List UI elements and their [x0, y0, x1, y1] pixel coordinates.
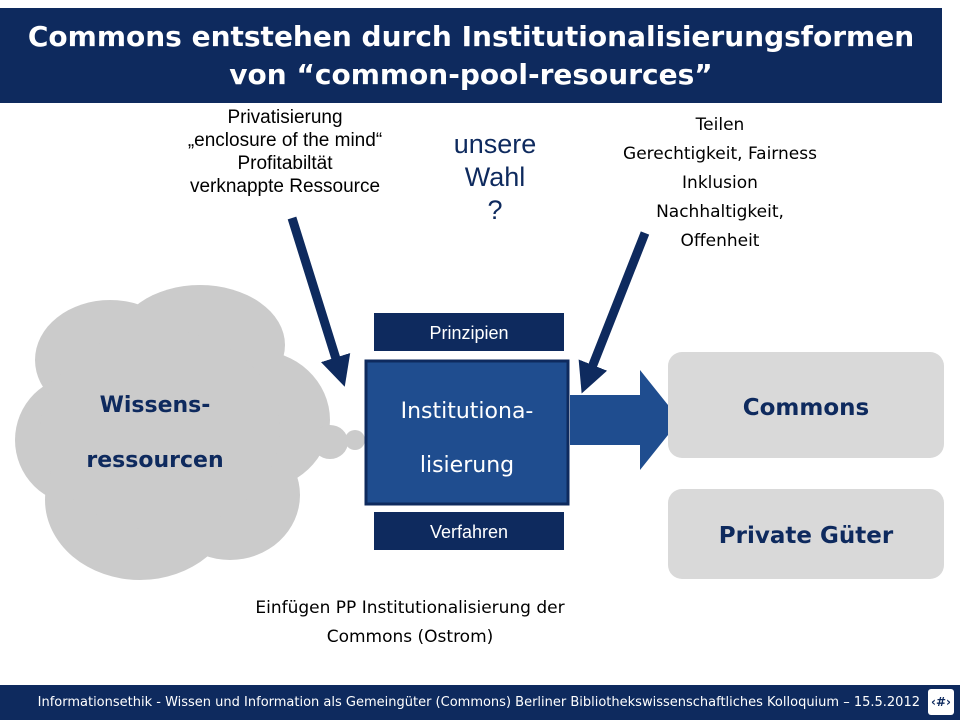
commons-box	[668, 352, 944, 458]
note-teilen: Teilen	[695, 115, 745, 135]
values-arrow	[578, 231, 650, 394]
privatization-notes: Privatisierung „enclosure of the mind“ P…	[150, 106, 420, 198]
note-privatisierung: Privatisierung	[227, 107, 343, 128]
output-arrow	[570, 370, 680, 470]
note-gerechtigkeit: Gerechtigkeit, Fairness	[623, 144, 817, 164]
verfahren-box	[374, 512, 564, 550]
cloud-label-line2: ressourcen	[86, 448, 223, 473]
note-inklusion: Inklusion	[682, 173, 758, 193]
choice-word-2: Wahl	[464, 162, 526, 192]
commons-values-notes: Teilen Gerechtigkeit, Fairness Inklusion…	[600, 111, 840, 256]
cloud-label-line1: Wissens-	[100, 393, 211, 418]
knowledge-cloud	[15, 285, 365, 580]
institutionalization-label-line2: lisierung	[420, 453, 514, 478]
slide-caption: Einfügen PP Institutionalisierung der Co…	[200, 594, 620, 652]
slide-title: Commons entstehen durch Institutionalisi…	[0, 8, 942, 103]
page-number: ‹#›	[928, 689, 954, 715]
note-offenheit: Offenheit	[680, 231, 760, 251]
commons-label: Commons	[743, 395, 869, 421]
institutionalization-box	[364, 359, 570, 506]
note-nachhaltigkeit: Nachhaltigkeit,	[656, 202, 784, 222]
privatization-arrow	[287, 216, 351, 387]
private-goods-label: Private Güter	[719, 523, 894, 549]
note-profitabilitaet: Profitabiltät	[237, 153, 333, 174]
note-verknappte-ressource: verknappte Ressource	[189, 176, 381, 197]
private-goods-box	[668, 489, 944, 579]
footer-text: Informationsethik - Wissen und Informati…	[37, 695, 920, 710]
slide-footer: Informationsethik - Wissen und Informati…	[0, 685, 960, 720]
choice-label: unsere Wahl ?	[440, 128, 550, 227]
note-enclosure: „enclosure of the mind“	[187, 130, 383, 151]
prinzipien-label: Prinzipien	[429, 323, 508, 343]
choice-question-mark: ?	[487, 195, 503, 225]
prinzipien-box	[374, 313, 564, 351]
verfahren-label: Verfahren	[430, 522, 508, 542]
institutionalization-label-line1: Institutiona-	[401, 399, 534, 424]
caption-line1: Einfügen PP Institutionalisierung der	[255, 598, 565, 618]
caption-line2: Commons (Ostrom)	[326, 627, 494, 647]
choice-word-1: unsere	[453, 129, 537, 159]
